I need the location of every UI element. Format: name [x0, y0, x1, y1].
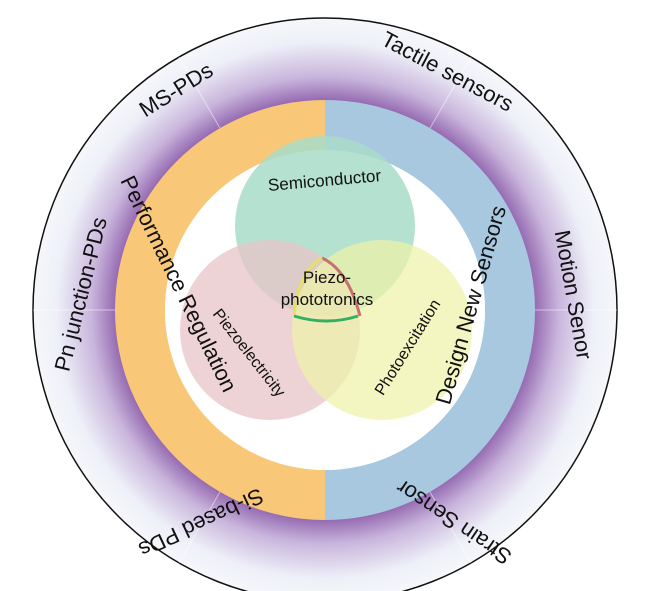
sector-divider: [429, 491, 472, 564]
center-arc-red: [321, 256, 362, 317]
sector-divider: [429, 56, 472, 129]
sector-divider: [178, 491, 221, 564]
center-arc-yellow: [292, 256, 323, 317]
photoexcitation-circle: [292, 240, 472, 420]
outer-ring-dividers: [33, 56, 617, 564]
performance-regulation-band: [115, 100, 325, 520]
design-new-sensors-band: [325, 100, 535, 520]
sector-divider: [178, 56, 221, 129]
center-label-line1: Piezo-: [303, 268, 351, 287]
center-arc-green: [293, 314, 359, 323]
center-label-line2: phototronics: [281, 290, 374, 309]
